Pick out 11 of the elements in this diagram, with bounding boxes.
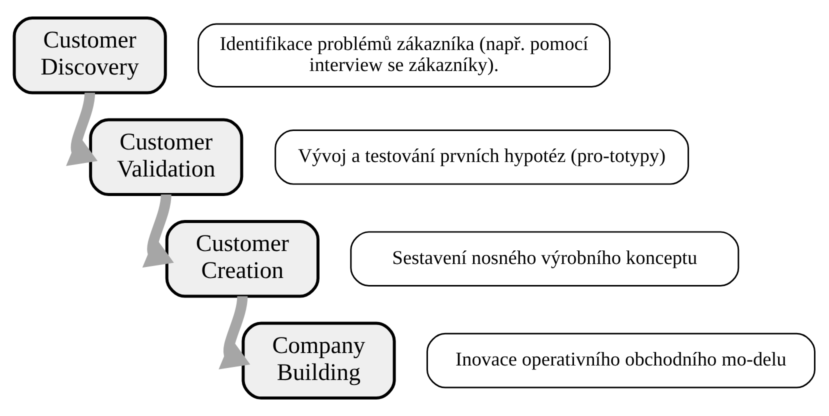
arrow [142,194,174,268]
arrow [218,296,250,370]
node-box: Customer Validation [89,118,244,196]
node-box: Inovace operativního obchodního mo-delu [426,332,816,388]
node-box: Identifikace problémů zákazníka (např. pomocí interview se zákazníky). [198,23,610,88]
node-box: Customer Creation [165,220,320,298]
node-box: Sestavení nosného výrobního konceptu [350,231,740,287]
node-box: Customer Discovery [12,16,167,94]
node-box: Vývoj a testování prvních hypotéz (pro-totypy) [274,129,690,185]
node-box: Company Building [242,322,396,400]
arrow [66,92,98,166]
